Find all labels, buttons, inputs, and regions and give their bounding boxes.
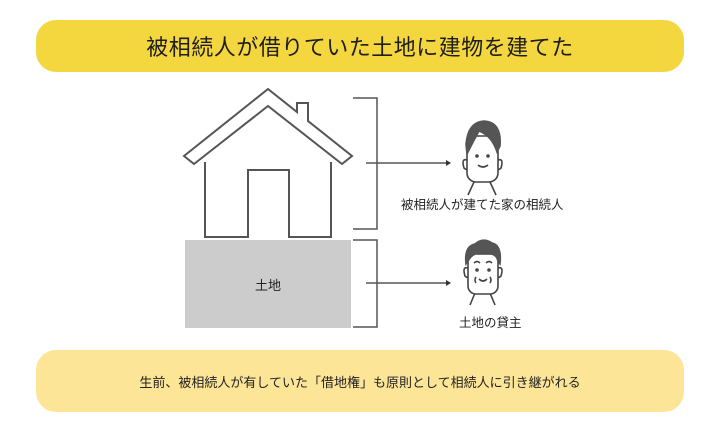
house-icon bbox=[182, 87, 354, 238]
note-text: 生前、被相続人が有していた「借地権」も原則として相続人に引き継がれる bbox=[139, 375, 581, 391]
title-banner: 被相続人が借りていた土地に建物を建てた bbox=[36, 20, 684, 72]
landowner-caption: 土地の貸主 bbox=[459, 315, 522, 330]
house-heir-caption: 被相続人が建てた家の相続人 bbox=[401, 197, 564, 212]
land-label: 土地 bbox=[254, 278, 281, 294]
person-young-icon bbox=[462, 120, 503, 196]
land-bracket bbox=[353, 239, 451, 328]
person-older-icon bbox=[463, 239, 503, 306]
page-title: 被相続人が借りていた土地に建物を建てた bbox=[146, 36, 574, 61]
house-bracket bbox=[353, 97, 451, 230]
land-block bbox=[185, 240, 351, 328]
note-banner: 生前、被相続人が有していた「借地権」も原則として相続人に引き継がれる bbox=[36, 350, 684, 412]
